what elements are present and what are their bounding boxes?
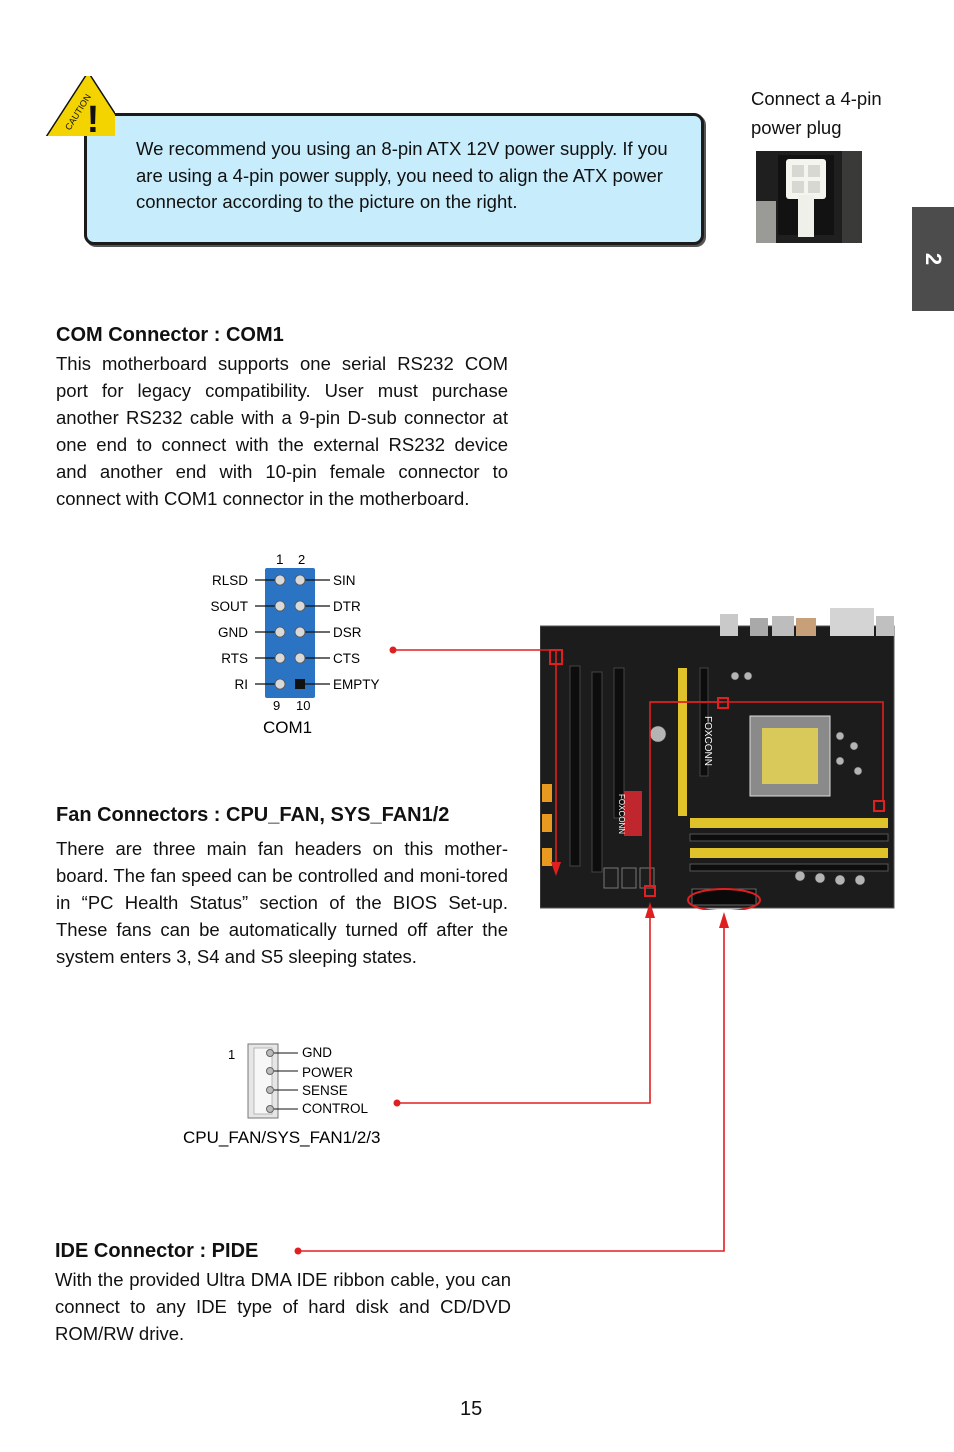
fan-pin-sense: SENSE [302, 1083, 348, 1098]
fan-header-diagram: 1 GND POWER SENSE CONTROL CPU_FAN/SYS_FA… [183, 1043, 380, 1147]
motherboard-image: FOXCONN FOXCONN [540, 608, 895, 910]
fan-pin-1: 1 [228, 1047, 235, 1062]
fan-pin-gnd: GND [302, 1045, 332, 1060]
fan-header-label: CPU_FAN/SYS_FAN1/2/3 [183, 1128, 380, 1147]
page-number: 15 [460, 1398, 483, 1420]
caution-mark: ! [87, 99, 100, 136]
fan-pin-power: POWER [302, 1065, 353, 1080]
chapter-tab: 2 [912, 207, 954, 311]
com-section-title: COM Connector : COM1 [56, 324, 284, 346]
plug-note-line2: power plug [751, 117, 842, 138]
com1-pin-rlsd: RLSD [212, 573, 248, 588]
com1-label: COM1 [263, 718, 312, 737]
com1-pin-10: 10 [296, 698, 310, 713]
com1-pin-sout: SOUT [210, 599, 248, 614]
caution-box [84, 113, 704, 245]
caution-icon: ! CAUTION [45, 76, 115, 136]
com1-pin-2: 2 [298, 552, 305, 567]
com1-pin-sin: SIN [333, 573, 356, 588]
com1-pin-dsr: DSR [333, 625, 362, 640]
com1-pin-cts: CTS [333, 651, 360, 666]
com-section-body: This motherboard supports one serial RS2… [56, 353, 508, 509]
fan-pin-control: CONTROL [302, 1101, 368, 1116]
com1-pin-dtr: DTR [333, 599, 361, 614]
board-brand-heatsink: FOXCONN [617, 794, 626, 834]
com1-pin-empty: EMPTY [333, 677, 380, 692]
plug-note: Connect a 4-pin power plug [751, 84, 921, 142]
com1-pin-rts: RTS [221, 651, 248, 666]
com1-pin-ri: RI [235, 677, 249, 692]
fan-section-body: There are three main fan headers on this… [56, 838, 508, 967]
caution-text: We recommend you using an 8-pin ATX 12V … [136, 138, 668, 212]
board-brand: FOXCONN [702, 716, 713, 766]
com1-pin-gnd: GND [218, 625, 248, 640]
com1-header-diagram: 1 2 RLSD SOUT GND RTS RI SIN DTR DSR CTS… [210, 552, 380, 737]
ide-section-body: With the provided Ultra DMA IDE ribbon c… [55, 1269, 511, 1344]
com1-pin-9: 9 [273, 698, 280, 713]
fan-section-title: Fan Connectors : CPU_FAN, SYS_FAN1/2 [56, 804, 450, 826]
com1-pin-1: 1 [276, 552, 284, 567]
ide-section-title: IDE Connector : PIDE [55, 1240, 259, 1262]
plug-note-line1: Connect a 4-pin [751, 88, 882, 109]
power-plug-photo [756, 151, 862, 243]
